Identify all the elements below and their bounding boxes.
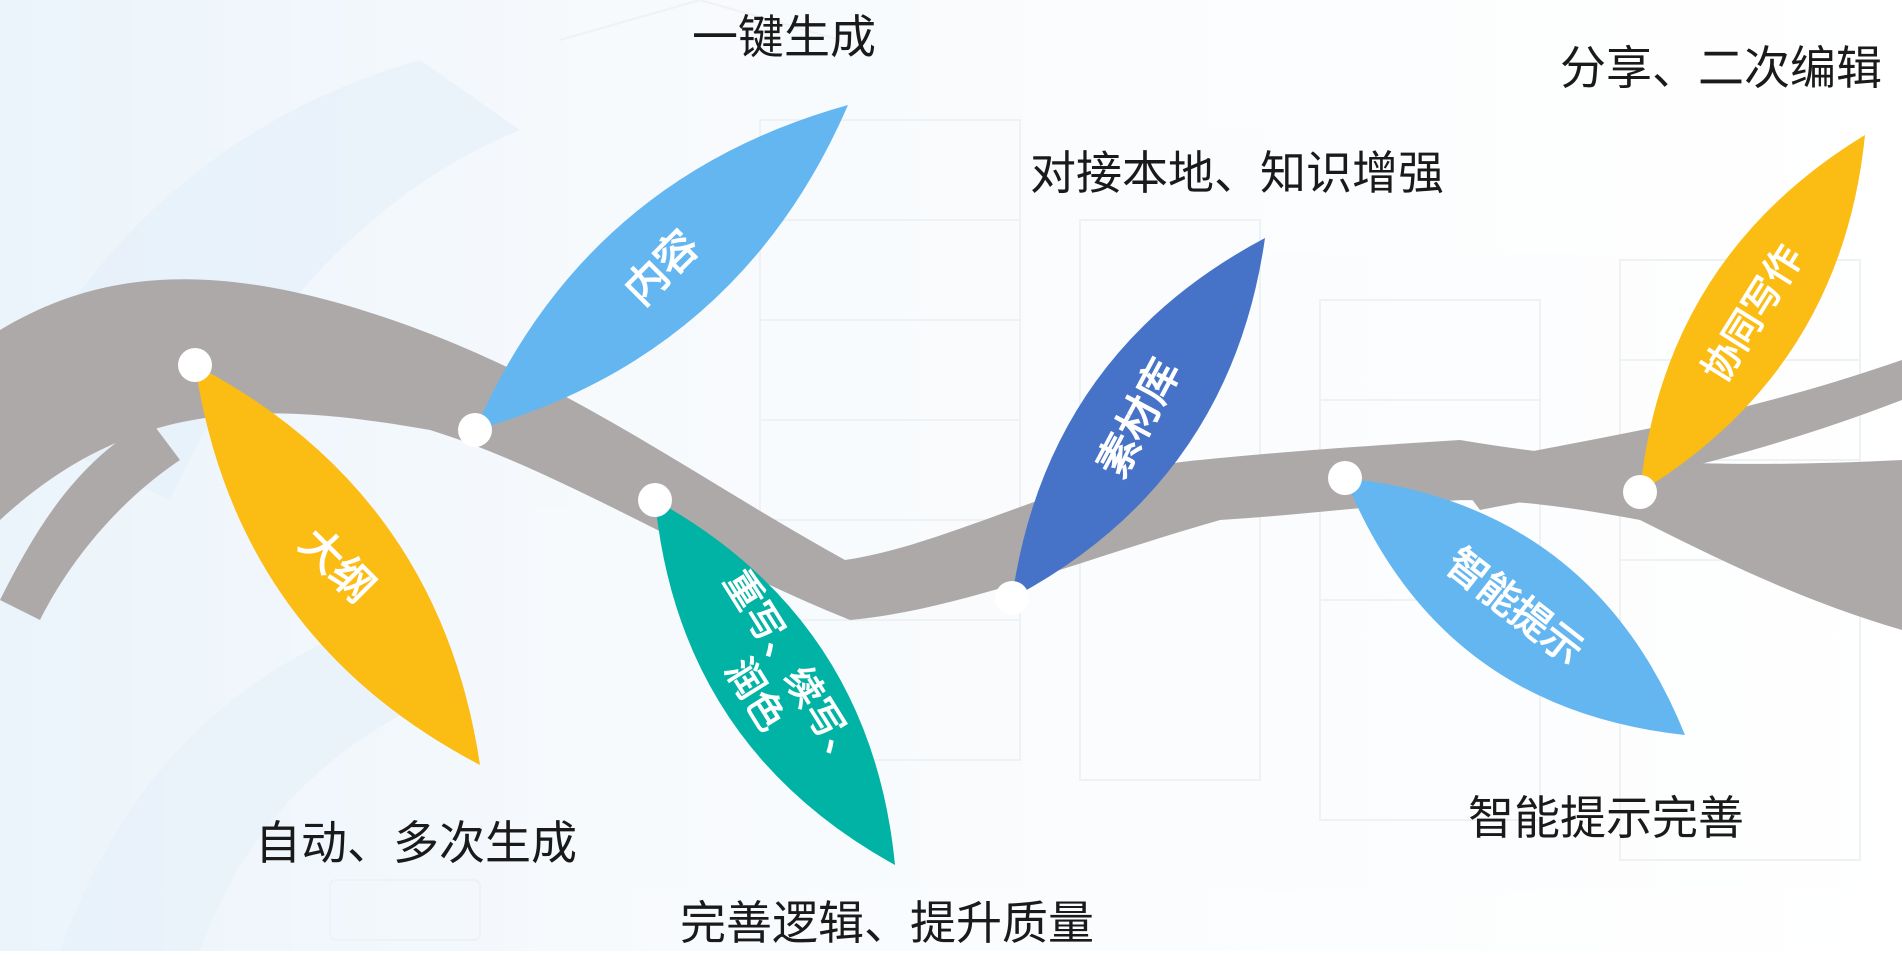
leaf-shape-rewrite <box>655 500 895 865</box>
leaf-shape-outline <box>195 365 480 765</box>
caption-outline: 自动、多次生成 <box>255 816 577 870</box>
branch-node-content <box>458 413 492 447</box>
branch-node-outline <box>178 348 212 382</box>
branch-node-rewrite <box>638 483 672 517</box>
leaf-shape-collab <box>1640 135 1865 492</box>
leaf-shape-content <box>475 105 848 430</box>
caption-material: 对接本地、知识增强 <box>1030 146 1444 200</box>
branch-node-collab <box>1623 475 1657 509</box>
branch-node-material <box>995 581 1029 615</box>
nodes-group <box>178 348 1657 615</box>
leaf-outline: 大纲 <box>195 365 480 765</box>
caption-hint: 智能提示完善 <box>1468 791 1744 845</box>
main-branch <box>0 279 1902 630</box>
lower-left-branch <box>0 420 180 620</box>
leaf-shape-material <box>1012 238 1265 598</box>
caption-rewrite: 完善逻辑、提升质量 <box>680 896 1094 950</box>
caption-collab: 分享、二次编辑 <box>1560 41 1882 95</box>
branch-node-hint <box>1328 461 1362 495</box>
caption-content: 一键生成 <box>692 10 876 64</box>
leaf-content: 内容 <box>475 105 848 430</box>
leaf-shape-hint <box>1345 478 1685 735</box>
leaf-material: 素材库 <box>1012 238 1265 598</box>
